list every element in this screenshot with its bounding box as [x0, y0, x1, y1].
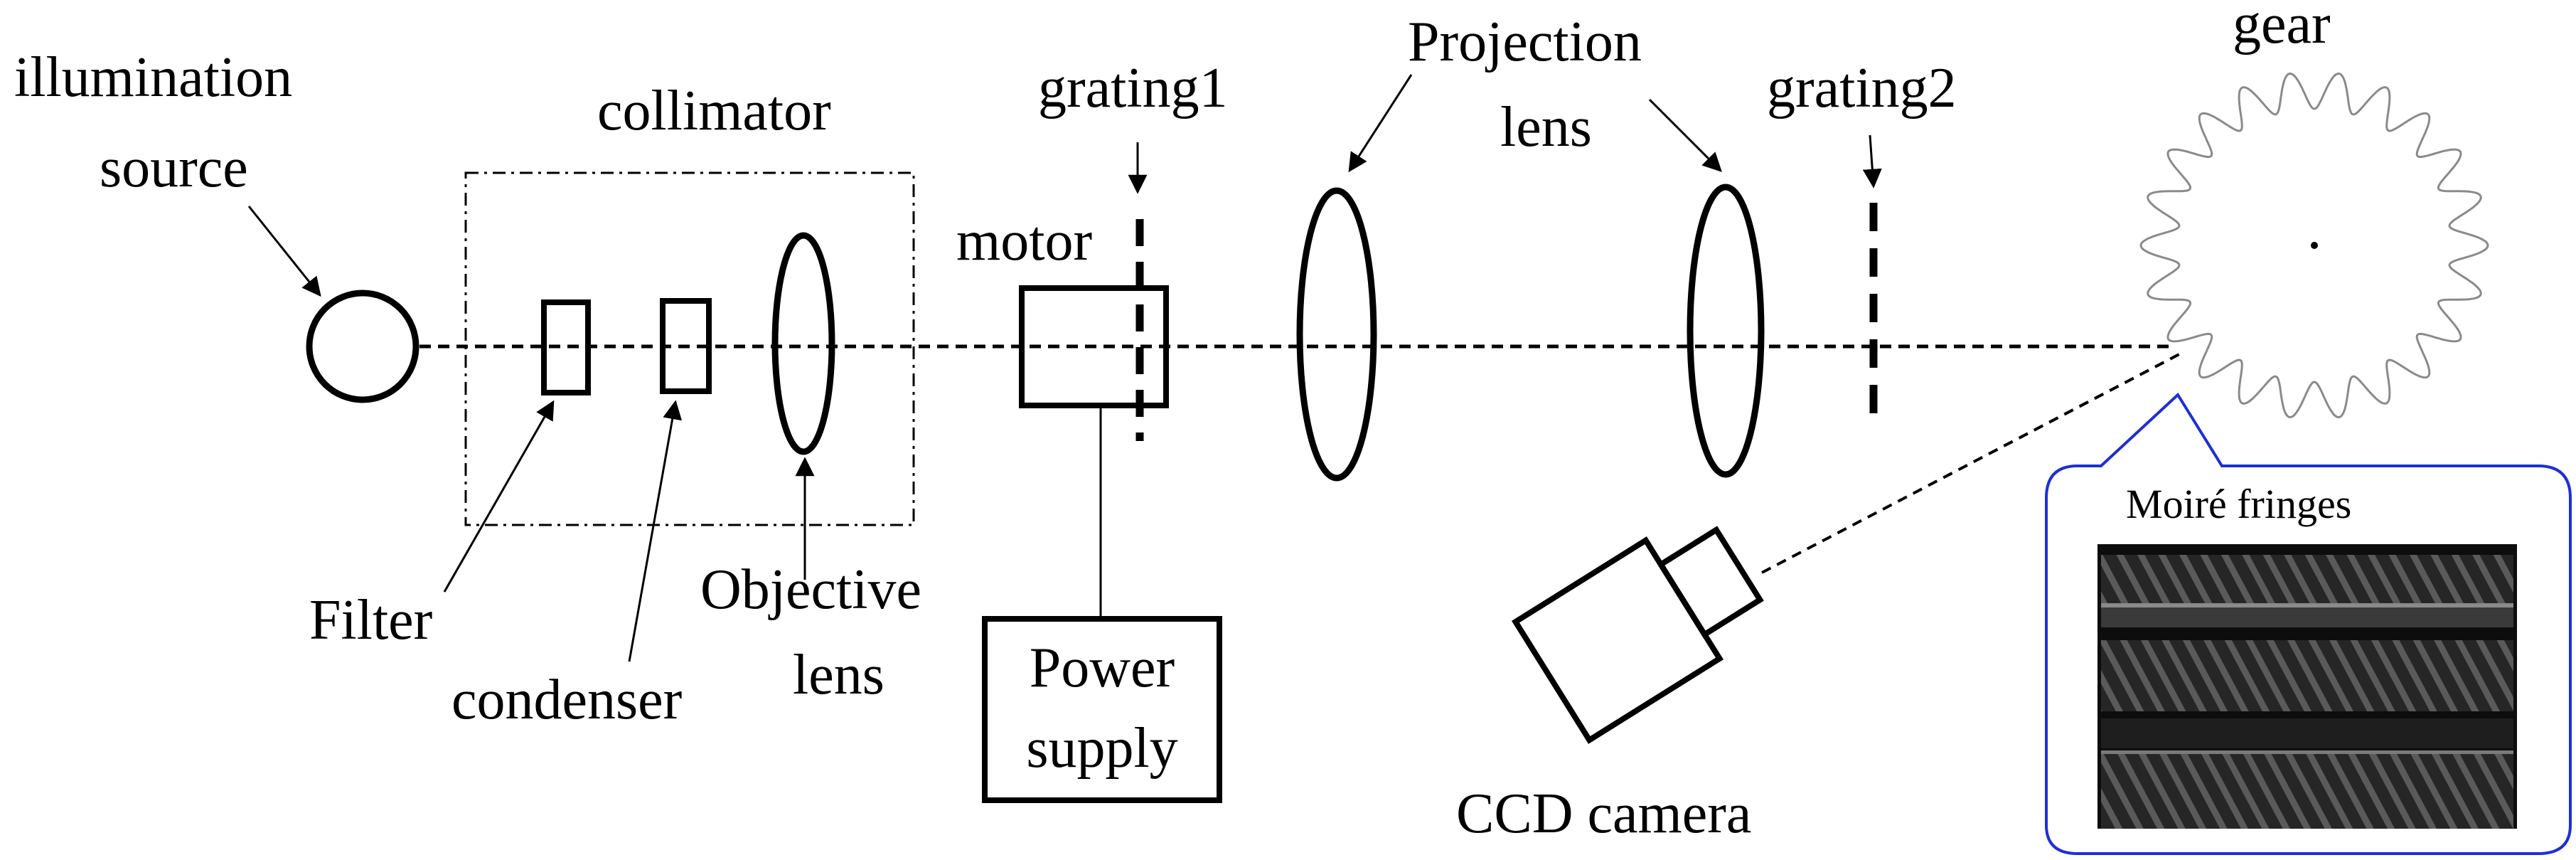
illumination-source-label: illumination [14, 46, 292, 109]
projection-arrow-2 [1648, 98, 1722, 172]
illumination-source-circle [306, 290, 419, 403]
condenser-label: condenser [451, 669, 682, 731]
illumination-arrow [247, 206, 321, 297]
gear-label: gear [2233, 0, 2331, 55]
collimator-label: collimator [597, 80, 831, 142]
filter-element [541, 299, 591, 396]
moire-fringes-label: Moiré fringes [2126, 481, 2351, 527]
projection-lens-2 [1687, 184, 1765, 478]
power-supply-label-2: supply [1026, 717, 1177, 780]
illumination-source-label-2: source [100, 137, 248, 199]
moire-fringes-photo [2097, 544, 2517, 829]
power-supply-label: Power [1030, 637, 1175, 699]
objective-lens-element [771, 232, 835, 455]
filter-arrow [443, 400, 555, 593]
grating2-arrow [1862, 134, 1882, 189]
power-supply-box [982, 616, 1222, 803]
filter-label: Filter [309, 589, 432, 652]
gear-outline [2139, 72, 2489, 419]
grating2-label: grating2 [1767, 57, 1957, 120]
gear-center-dot [2311, 242, 2318, 249]
projection-lens-1 [1296, 187, 1377, 482]
condenser-element [660, 298, 712, 394]
projection-lens-label: Projection [1408, 11, 1642, 73]
projection-lens-label-2: lens [1500, 96, 1592, 159]
objective-lens-label-2: lens [793, 644, 885, 706]
ccd-camera [1511, 526, 1764, 744]
collimator-box [464, 171, 915, 526]
projection-arrow-1 [1348, 74, 1413, 173]
condenser-arrow [628, 400, 683, 662]
objective-lens-label: Objective [700, 558, 921, 621]
ccd-camera-label: CCD camera [1456, 782, 1751, 845]
motor-element [1019, 285, 1169, 408]
grating1-label: grating1 [1038, 57, 1228, 120]
motor-label: motor [956, 210, 1092, 272]
camera-view-line [1761, 353, 2180, 574]
